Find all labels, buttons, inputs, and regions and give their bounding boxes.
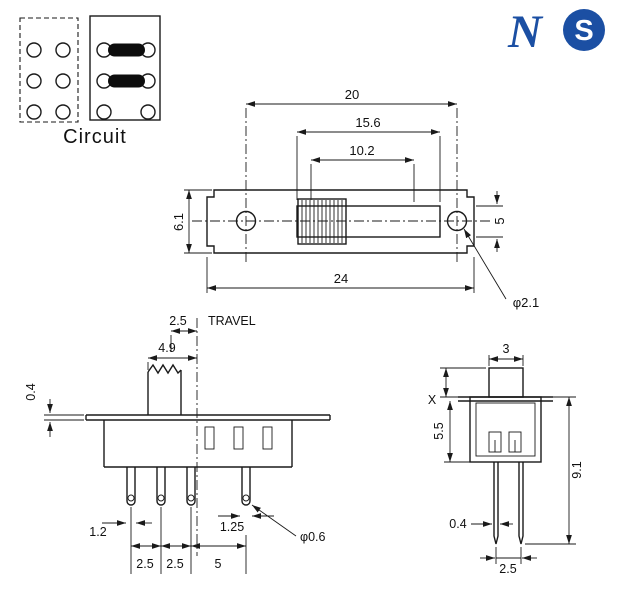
dim-label-0-4-front: 0.4 [24,383,38,400]
dim-label-pitch-2: 2.5 [166,557,183,571]
slider-knob-top [297,198,347,245]
dim-label-1-2: 1.2 [89,525,106,539]
circuit-slider-contacts [108,43,145,88]
side-terminals [493,462,524,545]
circuit-right-box [89,15,161,121]
circuit-schematic: Circuit [19,15,161,148]
dim-label-5: 5 [492,217,507,224]
dim-label-2-5-side: 2.5 [499,562,516,576]
top-view-dimension-labels: 20 15.6 10.2 6.1 5 24 φ2.1 [171,87,539,310]
knob-hatching [301,200,343,243]
left-mounting-hole [235,210,257,232]
side-view-dimension-labels: 3 X 5.5 9.1 0.4 2.5 [428,342,584,576]
dim-label-24: 24 [334,271,348,286]
dim-label-9-1: 9.1 [570,461,584,478]
brand-logos: N S [507,6,605,58]
logo-n: N [507,6,544,58]
dim-label-hole-dia: φ2.1 [513,295,540,310]
front-knob [147,363,182,415]
logo-s-disc [563,9,605,51]
top-view: 20 15.6 10.2 6.1 5 24 φ2.1 [171,87,539,310]
top-view-dimension-lines [184,101,507,300]
front-flange [85,414,331,421]
dim-label-20: 20 [345,87,359,102]
dim-label-15-6: 15.6 [355,115,380,130]
side-knob [488,367,524,398]
front-terminals [126,467,251,506]
right-mounting-hole [446,210,468,232]
dim-label-10-2: 10.2 [349,143,374,158]
front-view: 2.5 TRAVEL 4.9 0.4 1.2 2.5 2.5 5 1.25 φ0… [24,314,331,574]
dim-label-4-9: 4.9 [158,341,175,355]
circuit-caption: Circuit [63,126,127,148]
dim-label-pitch-1: 2.5 [136,557,153,571]
dim-label-1-25: 1.25 [220,520,244,534]
dim-label-travel: TRAVEL [208,314,256,328]
logo-s: S [574,15,593,47]
front-view-dimension-labels: 2.5 TRAVEL 4.9 0.4 1.2 2.5 2.5 5 1.25 φ0… [24,314,326,571]
circuit-left-box [19,17,79,123]
dim-label-0-4-side: 0.4 [449,517,466,531]
side-view-dimension-lines [440,355,576,564]
dim-label-x: X [428,393,437,407]
side-view: 3 X 5.5 9.1 0.4 2.5 [428,342,584,576]
front-body [103,420,293,468]
dim-label-3: 3 [503,342,510,356]
dim-label-pitch-3: 5 [215,557,222,571]
front-view-dimension-lines [44,328,297,574]
dim-label-travel-value: 2.5 [169,314,186,328]
side-body [469,396,542,463]
dim-label-6-1: 6.1 [171,213,186,231]
dim-label-pin-hole-dia: φ0.6 [300,530,326,544]
slider-slot [296,205,441,238]
dim-label-5-5: 5.5 [432,422,446,439]
